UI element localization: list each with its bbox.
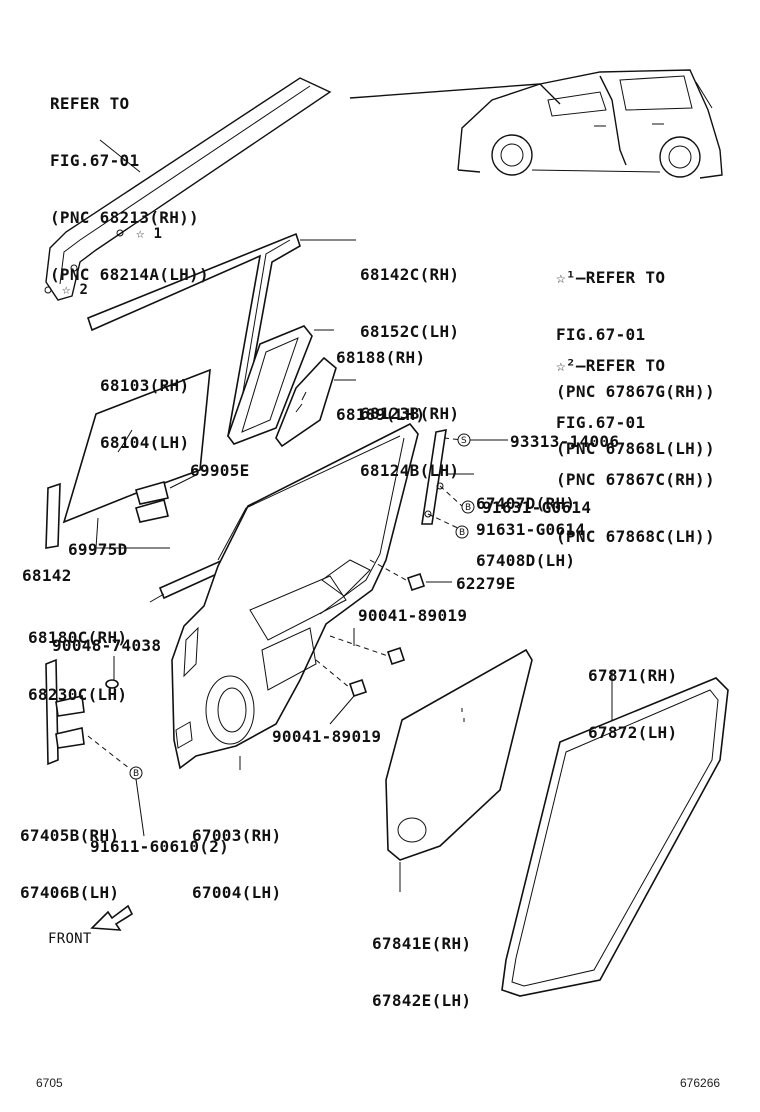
svg-text:S: S <box>461 436 467 446</box>
label-68103: 68103(RH) 68104(LH) <box>100 376 190 452</box>
label-67407D: 67407D(RH) 67408D(LH) <box>476 494 576 570</box>
car-illustration <box>349 69 723 179</box>
label-68188: 68188(RH) 68189(LH) <box>336 348 426 424</box>
svg-text:B: B <box>459 528 465 538</box>
refer-star1-callout: ☆¹—REFER TO FIG.67-01 (PNC 67867G(RH)) (… <box>556 268 715 458</box>
label-67841E: 67841E(RH) 67842E(LH) <box>372 934 472 1010</box>
star2-mark: ☆ 2 <box>62 282 89 298</box>
label-93313: 93313-14006 <box>510 432 620 451</box>
label-91611: 91611-60610(2) <box>90 837 230 856</box>
refer-star2-callout: ☆²—REFER TO FIG.67-01 (PNC 67867C(RH)) (… <box>556 356 715 546</box>
label-68180C: 68180C(RH) 68230C(LH) <box>28 628 128 704</box>
footer-left-code: 6705 <box>36 1076 63 1090</box>
channel-strip <box>45 482 61 549</box>
service-hole-cover <box>385 648 533 892</box>
callout-circles: S B B B <box>129 433 475 837</box>
refer-main-callout: REFER TO FIG.67-01 (PNC 68213(RH)) (PNC … <box>50 94 209 284</box>
window-regulator-channel <box>421 428 508 531</box>
window-frame-molding <box>44 77 332 301</box>
quarter-frame <box>227 325 334 445</box>
clips <box>105 559 452 725</box>
label-69975D: 69975D <box>68 540 128 559</box>
star1-mark: ☆ 1 <box>136 226 163 242</box>
label-91631-a: 91631-G0614 <box>482 498 592 517</box>
label-68142C: 68142C(RH) 68152C(LH) <box>360 265 460 341</box>
svg-text:B: B <box>465 503 471 513</box>
front-label: FRONT <box>48 931 92 947</box>
svg-text:B: B <box>133 769 139 779</box>
label-67003: 67003(RH) 67004(LH) <box>192 826 282 902</box>
front-arrow-icon <box>90 904 134 931</box>
label-91631-b: 91631-G0614 <box>476 520 586 539</box>
label-69905E: 69905E <box>190 461 250 480</box>
door-panel <box>171 422 419 770</box>
footer-right-code: 676266 <box>680 1076 721 1090</box>
label-90048: 90048-74038 <box>52 636 162 655</box>
label-68142: 68142 <box>22 566 72 585</box>
label-67871: 67871(RH) 67872(LH) <box>588 666 678 742</box>
quarter-glass <box>275 356 356 448</box>
label-67405B: 67405B(RH) 67406B(LH) <box>20 826 120 902</box>
label-90041-b: 90041-89019 <box>272 727 382 746</box>
weatherstrip <box>501 670 729 997</box>
door-glass <box>62 368 211 549</box>
label-90041-a: 90041-89019 <box>358 606 468 625</box>
door-hinges <box>45 658 135 773</box>
glass-channel <box>135 473 199 523</box>
label-62279E: 62279E <box>456 574 516 593</box>
label-68123B: 68123B(RH) 68124B(LH) <box>360 404 460 480</box>
